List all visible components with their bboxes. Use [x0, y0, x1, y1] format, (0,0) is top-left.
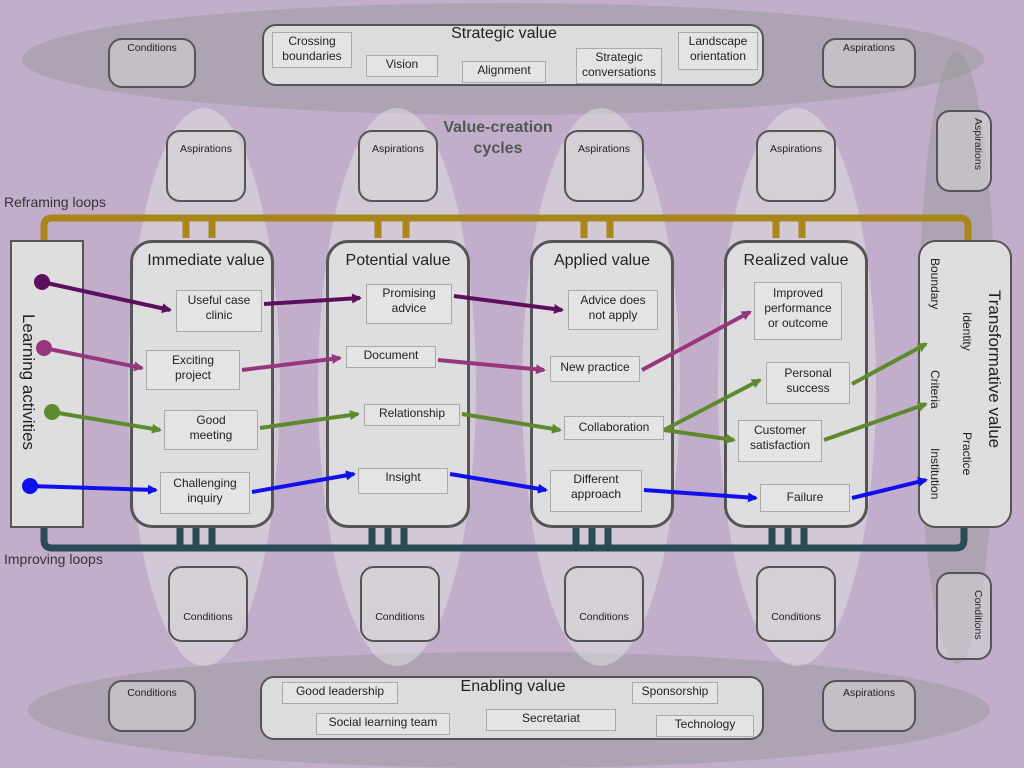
enabling-item-sponsorship: Sponsorship [632, 682, 718, 704]
bottom-aspirations-label: Aspirations [843, 687, 895, 699]
arrow-row-green [44, 342, 928, 444]
reframing-loops-label: Reframing loops [4, 194, 106, 210]
arrow-row-magenta [36, 310, 752, 375]
item-new-practice: New practice [550, 356, 640, 382]
aspirations-label-potential: Aspirations [372, 143, 424, 155]
aspirations-label-immediate: Aspirations [180, 143, 232, 155]
arrow-row-dark-purple [34, 274, 564, 314]
conditions-label-transformative: Conditions [972, 590, 984, 640]
item-document: Document [346, 346, 436, 368]
transformative-boundary: Boundary [928, 258, 942, 310]
improving-loops-label: Improving loops [4, 551, 103, 567]
arrow-row-blue [22, 470, 928, 503]
conditions-label-realized: Conditions [771, 611, 821, 623]
transformative-practice: Practice [960, 432, 974, 476]
reframing-loop-bar [40, 214, 972, 242]
conditions-label-potential: Conditions [375, 611, 425, 623]
item-advice-does-not-apply: Advice does not apply [568, 290, 658, 330]
top-aspirations-box [822, 38, 916, 88]
top-conditions-label: Conditions [127, 42, 177, 54]
strategic-item-alignment: Alignment [462, 61, 546, 83]
value-creation-cycles-label: Value-creation cycles [443, 119, 553, 157]
aspirations-box-transformative [936, 110, 992, 192]
strategic-item-crossing-boundaries: Crossing boundaries [272, 32, 352, 68]
strategic-item-vision: Vision [366, 55, 438, 77]
item-challenging-inquiry: Challenging inquiry [160, 472, 250, 514]
aspirations-box-potential [358, 130, 438, 202]
conditions-label-applied: Conditions [579, 611, 629, 623]
potential-value-title: Potential value [345, 252, 451, 269]
transformative-value-title: Transformative value [985, 290, 1004, 449]
improving-loop-bar [40, 526, 968, 552]
item-useful-case-clinic: Useful case clinic [176, 290, 262, 332]
enabling-item-social-learning-team: Social learning team [316, 713, 450, 735]
aspirations-label-realized: Aspirations [770, 143, 822, 155]
item-relationship: Relationship [364, 404, 460, 426]
item-failure: Failure [760, 484, 850, 512]
enabling-item-good-leadership: Good leadership [282, 682, 398, 704]
item-collaboration: Collaboration [564, 416, 664, 440]
item-personal-success: Personal success [766, 362, 850, 404]
strategic-value-title: Strategic value [451, 25, 557, 42]
conditions-box-immediate [168, 566, 248, 642]
transformative-identity: Identity [960, 312, 974, 351]
bottom-conditions-box [108, 680, 196, 732]
conditions-box-realized [756, 566, 836, 642]
immediate-value-title: Immediate value [147, 252, 265, 269]
top-conditions-box [108, 38, 196, 88]
strategic-item-strategic-conversations: Strategic conversations [576, 48, 662, 84]
top-aspirations-label: Aspirations [843, 42, 895, 54]
enabling-value-title: Enabling value [460, 678, 566, 695]
enabling-item-secretariat: Secretariat [486, 709, 616, 731]
aspirations-box-realized [756, 130, 836, 202]
conditions-label-immediate: Conditions [183, 611, 233, 623]
transformative-institution: Institution [928, 448, 942, 500]
conditions-box-potential [360, 566, 440, 642]
bottom-conditions-label: Conditions [127, 687, 177, 699]
item-insight: Insight [358, 468, 448, 494]
item-different-approach: Different approach [550, 470, 642, 512]
item-exciting-project: Exciting project [146, 350, 240, 390]
aspirations-box-immediate [166, 130, 246, 202]
realized-value-title: Realized value [743, 252, 849, 269]
bottom-aspirations-box [822, 680, 916, 732]
transformative-value-panel [918, 240, 1012, 528]
applied-value-title: Applied value [553, 252, 651, 269]
item-customer-satisfaction: Customer satisfaction [738, 420, 822, 462]
item-good-meeting: Good meeting [164, 410, 258, 450]
aspirations-box-applied [564, 130, 644, 202]
conditions-box-transformative [936, 572, 992, 660]
conditions-box-applied [564, 566, 644, 642]
transformative-criteria: Criteria [928, 370, 942, 409]
aspirations-label-applied: Aspirations [578, 143, 630, 155]
item-promising-advice: Promising advice [366, 284, 452, 324]
enabling-item-technology: Technology [656, 715, 754, 737]
item-improved-performance: Improved performance or outcome [754, 282, 842, 340]
aspirations-label-transformative: Aspirations [972, 118, 984, 170]
strategic-item-landscape-orientation: Landscape orientation [678, 32, 758, 70]
